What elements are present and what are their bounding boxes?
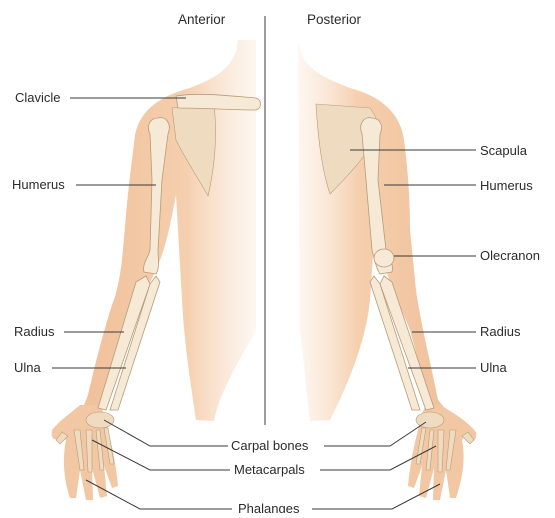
leader-carpal-right (324, 422, 426, 446)
label-olecranon: Olecranon (480, 248, 540, 263)
leader-carpal-left (104, 420, 228, 446)
posterior-heading: Posterior (307, 12, 362, 27)
label-metacarpals: Metacarpals (234, 462, 305, 477)
posterior-arm (298, 40, 476, 500)
posterior-olecranon-bone (374, 249, 394, 267)
label-humerus-left: Humerus (12, 177, 65, 192)
label-radius-right: Radius (480, 324, 521, 339)
label-carpal-bones: Carpal bones (231, 438, 309, 453)
label-scapula: Scapula (480, 143, 528, 158)
leader-phalanges-left (86, 480, 232, 509)
anterior-heading: Anterior (178, 12, 226, 27)
anterior-arm (52, 40, 261, 500)
label-radius-left: Radius (14, 324, 55, 339)
label-phalanges: Phalanges (238, 501, 300, 513)
label-ulna-right: Ulna (480, 360, 508, 375)
label-ulna-left: Ulna (14, 360, 42, 375)
label-humerus-right: Humerus (480, 178, 533, 193)
label-clavicle: Clavicle (15, 90, 61, 105)
